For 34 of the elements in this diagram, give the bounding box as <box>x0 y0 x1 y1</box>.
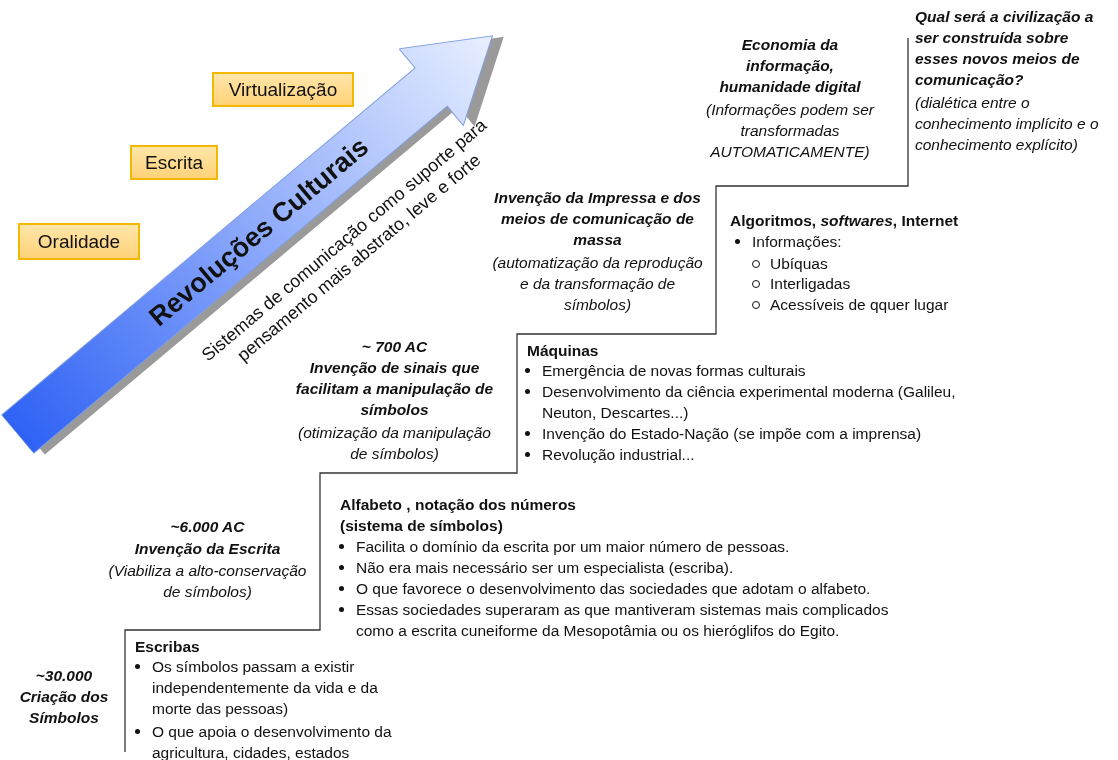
date-label: ~ 700 AC <box>360 337 429 357</box>
bullet-item: Essas sociedades superaram as que mantiveram sistemas mais complicados como a escrita cuneiforme da Mesopotâmia ou os hieróglifos do Egito. <box>356 600 890 641</box>
stage-box: Virtualização <box>212 72 354 107</box>
era-note: (automatização da reprodução e da transformação de símbolos) <box>491 253 704 315</box>
bullet-item: Desenvolvimento da ciência experimental moderna (Galileu, Neuton, Descartes...) <box>542 382 957 423</box>
date-label: ~6.000 AC <box>169 517 246 537</box>
section-heading: Algoritmos, softwares, Internet <box>730 211 960 231</box>
era-heading: Criação dos Símbolos <box>18 687 110 728</box>
section-heading: Escribas <box>135 637 201 657</box>
bullet-item: Não era mais necessário ser um especialista (escriba). <box>356 558 735 578</box>
era-heading: Invenção da Escrita <box>133 539 282 559</box>
section-heading: Alfabeto , notação dos números (sistema de símbolos) <box>340 495 577 536</box>
question-heading: Qual será a civilização a ser construída sobre esses novos meios de comunicação? <box>915 7 1095 90</box>
bullet-item: Invenção do Estado-Nação (se impõe com a imprensa) <box>542 424 923 444</box>
sub-bullet-item: Interligadas <box>770 274 852 294</box>
era-note: (otimização da manipulação de símbolos) <box>297 423 492 464</box>
bullet-item: Os símbolos passam a existir independentemente da vida e da morte das pessoas) <box>152 657 379 719</box>
era-note: (Viabiliza a alto-conservação de símbolos) <box>107 561 308 602</box>
stage-box: Oralidade <box>18 223 140 260</box>
stage-box: Escrita <box>130 145 218 180</box>
era-heading: Economia da informação, humanidade digital <box>718 35 862 97</box>
era-note: (Informações podem ser transformadas AUTOMATICAMENTE) <box>705 100 876 162</box>
era-heading: Invenção da Impressa e dos meios de comunicação de massa <box>493 188 702 250</box>
bullet-item: Informações: <box>752 232 843 252</box>
bullet-item: Revolução industrial... <box>542 445 696 465</box>
bullet-item: Facilita o domínio da escrita por um maior número de pessoas. <box>356 537 791 557</box>
sub-bullet-item: Acessíveis de qquer lugar <box>770 295 950 315</box>
section-heading: Máquinas <box>527 341 600 361</box>
era-note: (dialética entre o conhecimento implícito e o conhecimento explícito) <box>915 93 1100 155</box>
era-heading: Invenção de sinais que facilitam a manipulação de símbolos <box>295 359 495 420</box>
sub-bullet-item: Ubíquas <box>770 254 829 274</box>
bullet-item: Emergência de novas formas culturais <box>542 361 807 381</box>
date-label: ~30.000 <box>34 666 94 686</box>
bullet-item: O que favorece o desenvolvimento das sociedades que adotam o alfabeto. <box>356 579 872 599</box>
